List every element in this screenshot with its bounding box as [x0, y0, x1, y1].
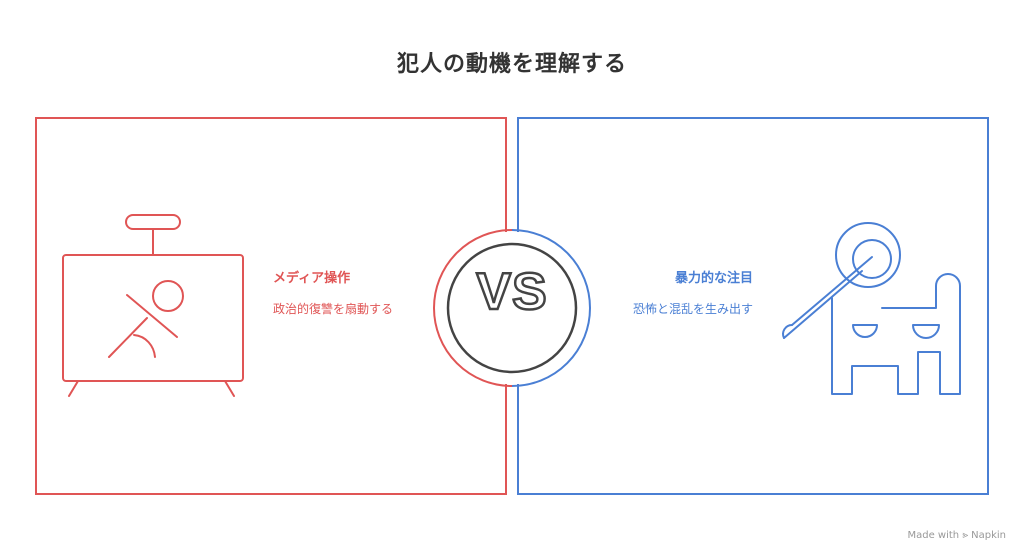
- vs-label: VS: [475, 262, 548, 323]
- right-panel-frame: [517, 117, 989, 495]
- vs-ring-left: [433, 229, 513, 387]
- left-heading: メディア操作: [273, 271, 351, 286]
- vs-ring-right: [511, 229, 591, 387]
- napkin-footer[interactable]: Made with ⪢ Napkin: [907, 530, 1006, 541]
- tv-broadcast-icon: [62, 214, 244, 397]
- left-description: 政治的復讐を扇動する: [273, 302, 394, 316]
- elephant-hammer-icon: [782, 222, 961, 395]
- page-title: 犯人の動機を理解する: [396, 52, 627, 77]
- right-heading: 暴力的な注目: [674, 271, 753, 286]
- right-description: 恐怖と混乱を生み出す: [632, 302, 753, 316]
- left-panel-frame: [35, 117, 507, 495]
- vs-circle: [446, 242, 578, 374]
